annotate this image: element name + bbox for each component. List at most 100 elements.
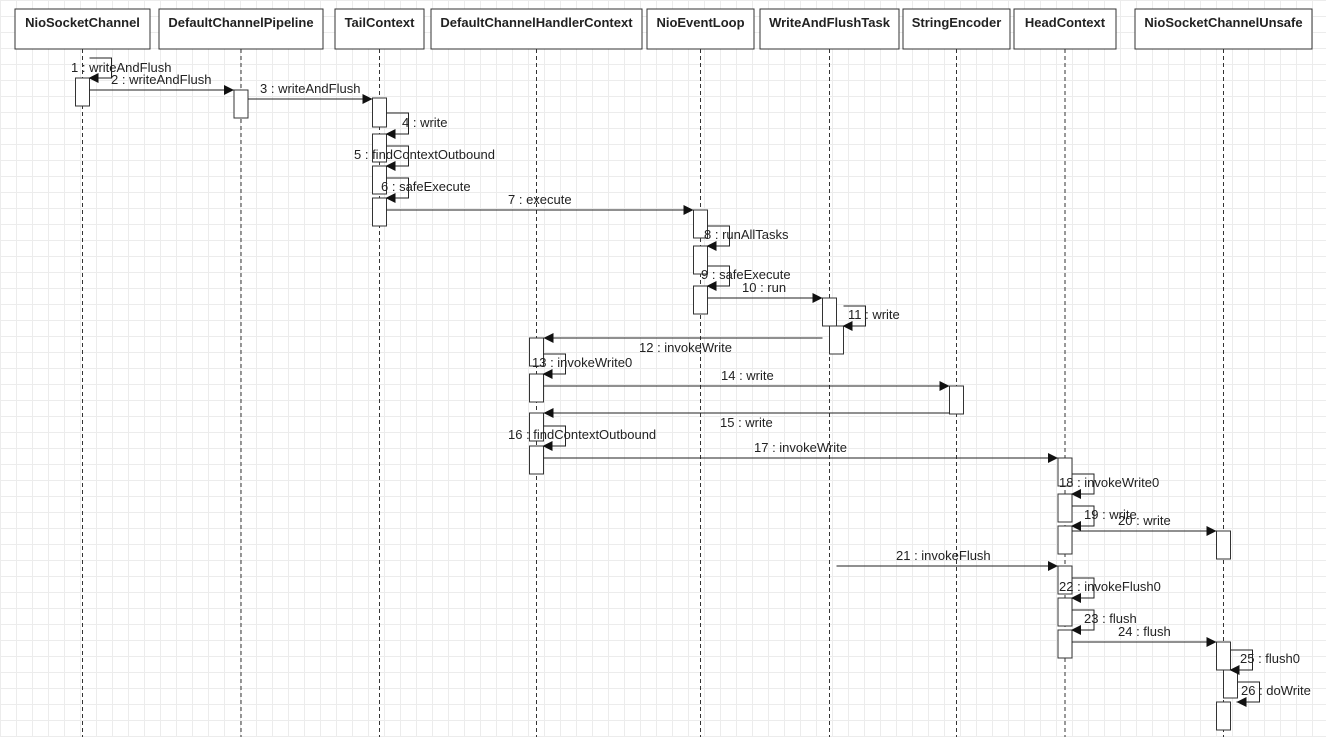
participant-se[interactable]: StringEncoder [902,8,1011,50]
participant-nscu[interactable]: NioSocketChannelUnsafe [1134,8,1313,50]
activation-bar [529,373,544,403]
message-label: 5 : findContextOutbound [354,147,495,162]
participant-box [430,8,643,50]
participant-box [646,8,755,50]
self-message-arrow [385,177,409,203]
self-message-arrow [706,265,730,291]
message-label: 18 : invokeWrite0 [1059,475,1159,490]
self-message-arrow [1071,505,1095,531]
participant-box [14,8,151,50]
message-label: 22 : invokeFlush0 [1059,579,1161,594]
message-3[interactable]: 3 : writeAndFlush [248,81,373,104]
message-9[interactable]: 9 : safeExecute [701,265,791,291]
participant-box [759,8,900,50]
message-24[interactable]: 24 : flush [1072,624,1217,647]
activation-bar [1057,597,1073,627]
participant-nsc[interactable]: NioSocketChannel [14,8,151,50]
message-label: 19 : write [1084,507,1137,522]
self-message-arrow [706,225,730,251]
self-message-arrow [1071,473,1095,499]
participant-wfft[interactable]: WriteAndFlushTask [759,8,900,50]
self-message-arrow [1071,577,1095,603]
message-label: 17 : invokeWrite [754,440,847,455]
message-label: 2 : writeAndFlush [111,72,211,87]
self-message-arrow [842,305,866,331]
activation-bar [1216,641,1231,671]
message-1[interactable]: 1 : writeAndFlush [71,57,171,83]
activation-bar [1057,525,1073,555]
self-message-arrow [542,425,566,451]
message-6[interactable]: 6 : safeExecute [381,177,471,203]
participant-box [902,8,1011,50]
message-13[interactable]: 13 : invokeWrite0 [532,353,632,379]
activation-bar [529,445,544,475]
activation-bar [372,97,387,128]
message-7[interactable]: 7 : execute [386,192,694,215]
message-17[interactable]: 17 : invokeWrite [543,440,1059,463]
message-label: 8 : runAllTasks [704,227,789,242]
message-label: 7 : execute [508,192,572,207]
message-2[interactable]: 2 : writeAndFlush [89,72,235,95]
message-label: 11 : write [848,307,900,322]
message-label: 13 : invokeWrite0 [532,355,632,370]
message-23[interactable]: 23 : flush [1071,609,1137,635]
message-21[interactable]: 21 : invokeFlush [836,548,1059,571]
message-label: 26 : doWrite [1241,683,1311,698]
participant-label: NioEventLoop [656,15,744,30]
participant-tail[interactable]: TailContext [334,8,425,50]
activation-bar [693,245,708,275]
activation-bar [1057,457,1073,487]
message-8[interactable]: 8 : runAllTasks [704,225,789,251]
activation-bar [372,197,387,227]
message-label: 10 : run [742,280,786,295]
message-label: 4 : write [402,115,448,130]
message-15[interactable]: 15 : write [543,408,950,430]
activation-bar [1057,629,1073,659]
participant-head[interactable]: HeadContext [1013,8,1117,50]
participant-label: DefaultChannelHandlerContext [440,15,633,30]
message-22[interactable]: 22 : invokeFlush0 [1059,577,1161,603]
activation-bar [829,325,844,355]
message-label: 25 : flush0 [1240,651,1300,666]
message-4[interactable]: 4 : write [385,112,448,139]
participant-label: DefaultChannelPipeline [168,15,313,30]
activation-bar [1223,669,1238,699]
message-label: 15 : write [720,415,773,430]
participant-box [1013,8,1117,50]
self-message-arrow [1071,609,1095,635]
message-12[interactable]: 12 : invokeWrite [543,333,823,355]
message-label: 3 : writeAndFlush [260,81,360,96]
activation-bar [75,77,90,107]
participant-box [334,8,425,50]
message-19[interactable]: 19 : write [1071,505,1137,531]
participant-nel[interactable]: NioEventLoop [646,8,755,50]
self-message-arrow [385,145,409,171]
participant-label: NioSocketChannel [25,15,140,30]
message-25[interactable]: 25 : flush0 [1229,649,1301,675]
activation-bar [1057,493,1073,523]
participant-dcp[interactable]: DefaultChannelPipeline [158,8,324,50]
participant-label: StringEncoder [912,15,1002,30]
participant-dchc[interactable]: DefaultChannelHandlerContext [430,8,643,50]
participant-label: HeadContext [1025,15,1106,30]
activation-bar [372,133,387,163]
self-message-arrow [1236,681,1260,707]
message-26[interactable]: 26 : doWrite [1236,681,1311,707]
message-10[interactable]: 10 : run [707,280,823,303]
self-message-arrow [88,57,112,83]
message-18[interactable]: 18 : invokeWrite0 [1059,473,1159,499]
activation-bar [233,89,249,119]
message-14[interactable]: 14 : write [543,368,950,391]
message-label: 9 : safeExecute [701,267,791,282]
activation-bar [529,412,544,442]
activation-bar [693,209,708,239]
message-11[interactable]: 11 : write [842,305,900,331]
message-label: 23 : flush [1084,611,1137,626]
activation-bar [1057,565,1073,595]
message-16[interactable]: 16 : findContextOutbound [508,425,656,451]
participant-label: NioSocketChannelUnsafe [1144,15,1302,30]
self-message-arrow [385,112,409,139]
message-5[interactable]: 5 : findContextOutbound [354,145,495,171]
message-20[interactable]: 20 : write [1072,513,1217,536]
